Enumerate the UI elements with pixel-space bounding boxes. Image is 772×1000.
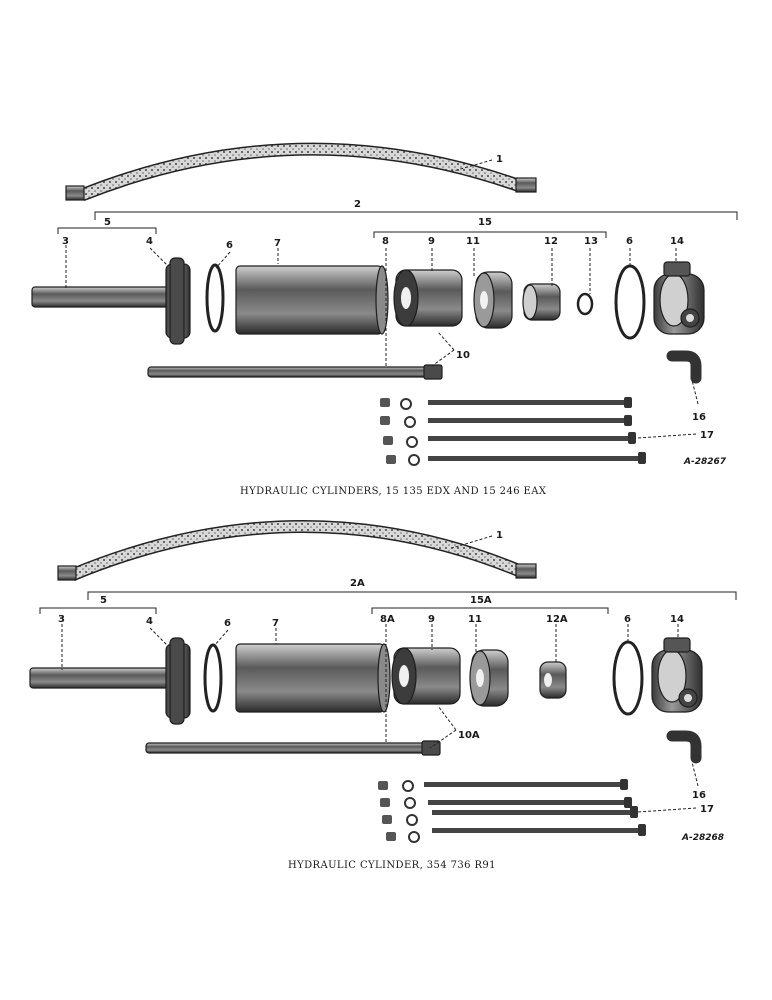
callout-barrel: 7 (274, 238, 281, 249)
callout-head: 9 (428, 236, 435, 247)
bolts (428, 397, 646, 464)
o-ring-right (612, 640, 644, 716)
callout-rod: 3 (58, 614, 65, 625)
callout-tube-pin: 10A (458, 730, 480, 741)
oil-tube (145, 740, 441, 756)
bracket-assembly (94, 211, 738, 220)
bracket-assembly (87, 591, 737, 600)
callout-assembly: 2A (350, 578, 365, 589)
o-ring-left (203, 643, 223, 713)
callout-head-group: 15A (470, 595, 492, 606)
piston (165, 637, 191, 725)
snap-ring (576, 292, 594, 316)
callout-barrel: 7 (272, 618, 279, 629)
end-cap (651, 637, 703, 713)
callout-nut: 12A (546, 614, 568, 625)
figure-1: 1 2 5 3 4 6 7 15 8 9 11 12 13 6 14 10 16… (31, 142, 738, 497)
packing (473, 271, 513, 329)
end-cap (653, 261, 705, 335)
callout-tube: 8A (380, 614, 395, 625)
cylinder-head (391, 647, 461, 705)
reference-code: A-28267 (683, 457, 727, 467)
callout-rod: 3 (62, 236, 69, 247)
callout-packing: 11 (468, 614, 482, 625)
cylinder-barrel (235, 265, 389, 335)
callout-elbow: 16 (692, 412, 706, 423)
callout-snap-ring: 13 (584, 236, 598, 247)
figure-2: 1 2A 5 3 4 6 7 15A 8A 9 11 12A 6 14 10A … (29, 520, 737, 871)
callout-elbow: 16 (692, 790, 706, 801)
callout-o-ring-left: 6 (224, 618, 231, 629)
reference-code: A-28268 (681, 833, 724, 843)
callout-head: 9 (428, 614, 435, 625)
callout-head-group: 15 (478, 217, 492, 228)
oil-tube (147, 364, 443, 380)
hose-assembly (65, 142, 537, 202)
o-ring-right (614, 264, 646, 340)
piston (165, 257, 191, 345)
callout-piston-group: 5 (104, 217, 111, 228)
elbow-fitting (666, 350, 702, 384)
callout-tube: 8 (382, 236, 389, 247)
callout-piston: 4 (146, 236, 153, 247)
gland-nut (522, 283, 561, 321)
packing (469, 649, 509, 707)
figure-caption: HYDRAULIC CYLINDER, 354 736 R91 (288, 860, 496, 871)
callout-o-ring-left: 6 (226, 240, 233, 251)
bracket-head-group (373, 231, 607, 238)
hose-assembly (57, 520, 537, 582)
callout-hose: 1 (496, 530, 503, 541)
piston-rod (29, 667, 181, 689)
callout-bolts: 17 (700, 804, 714, 815)
callout-nut: 12 (544, 236, 558, 247)
callout-tube-pin: 10 (456, 350, 470, 361)
callout-bolts: 17 (700, 430, 714, 441)
callout-packing: 11 (466, 236, 480, 247)
cylinder-barrel (235, 643, 391, 713)
figure-caption: HYDRAULIC CYLINDERS, 15 135 EDX AND 15 2… (240, 486, 547, 497)
callout-cap: 14 (670, 236, 684, 247)
callout-assembly: 2 (354, 199, 361, 210)
elbow-fitting (666, 730, 702, 764)
callout-o-ring-right: 6 (626, 236, 633, 247)
gland-nut (539, 661, 567, 699)
o-ring-left (205, 263, 225, 333)
hose-fitting-left (57, 565, 77, 581)
hose-fitting-right (515, 177, 537, 193)
callout-hose: 1 (496, 154, 503, 165)
hose-fitting-right (515, 563, 537, 579)
hose-fitting-left (65, 185, 85, 201)
nuts-washers (380, 398, 420, 466)
bracket-head-group (371, 607, 609, 614)
callout-o-ring-right: 6 (624, 614, 631, 625)
bracket-piston-group (57, 227, 157, 234)
nuts-washers (378, 780, 420, 843)
bolts (424, 779, 646, 836)
cylinder-head (393, 269, 463, 327)
callout-piston-group: 5 (100, 595, 107, 606)
bracket-piston-group (39, 607, 157, 614)
piston-rod (31, 286, 183, 308)
callout-cap: 14 (670, 614, 684, 625)
callout-piston: 4 (146, 616, 153, 627)
